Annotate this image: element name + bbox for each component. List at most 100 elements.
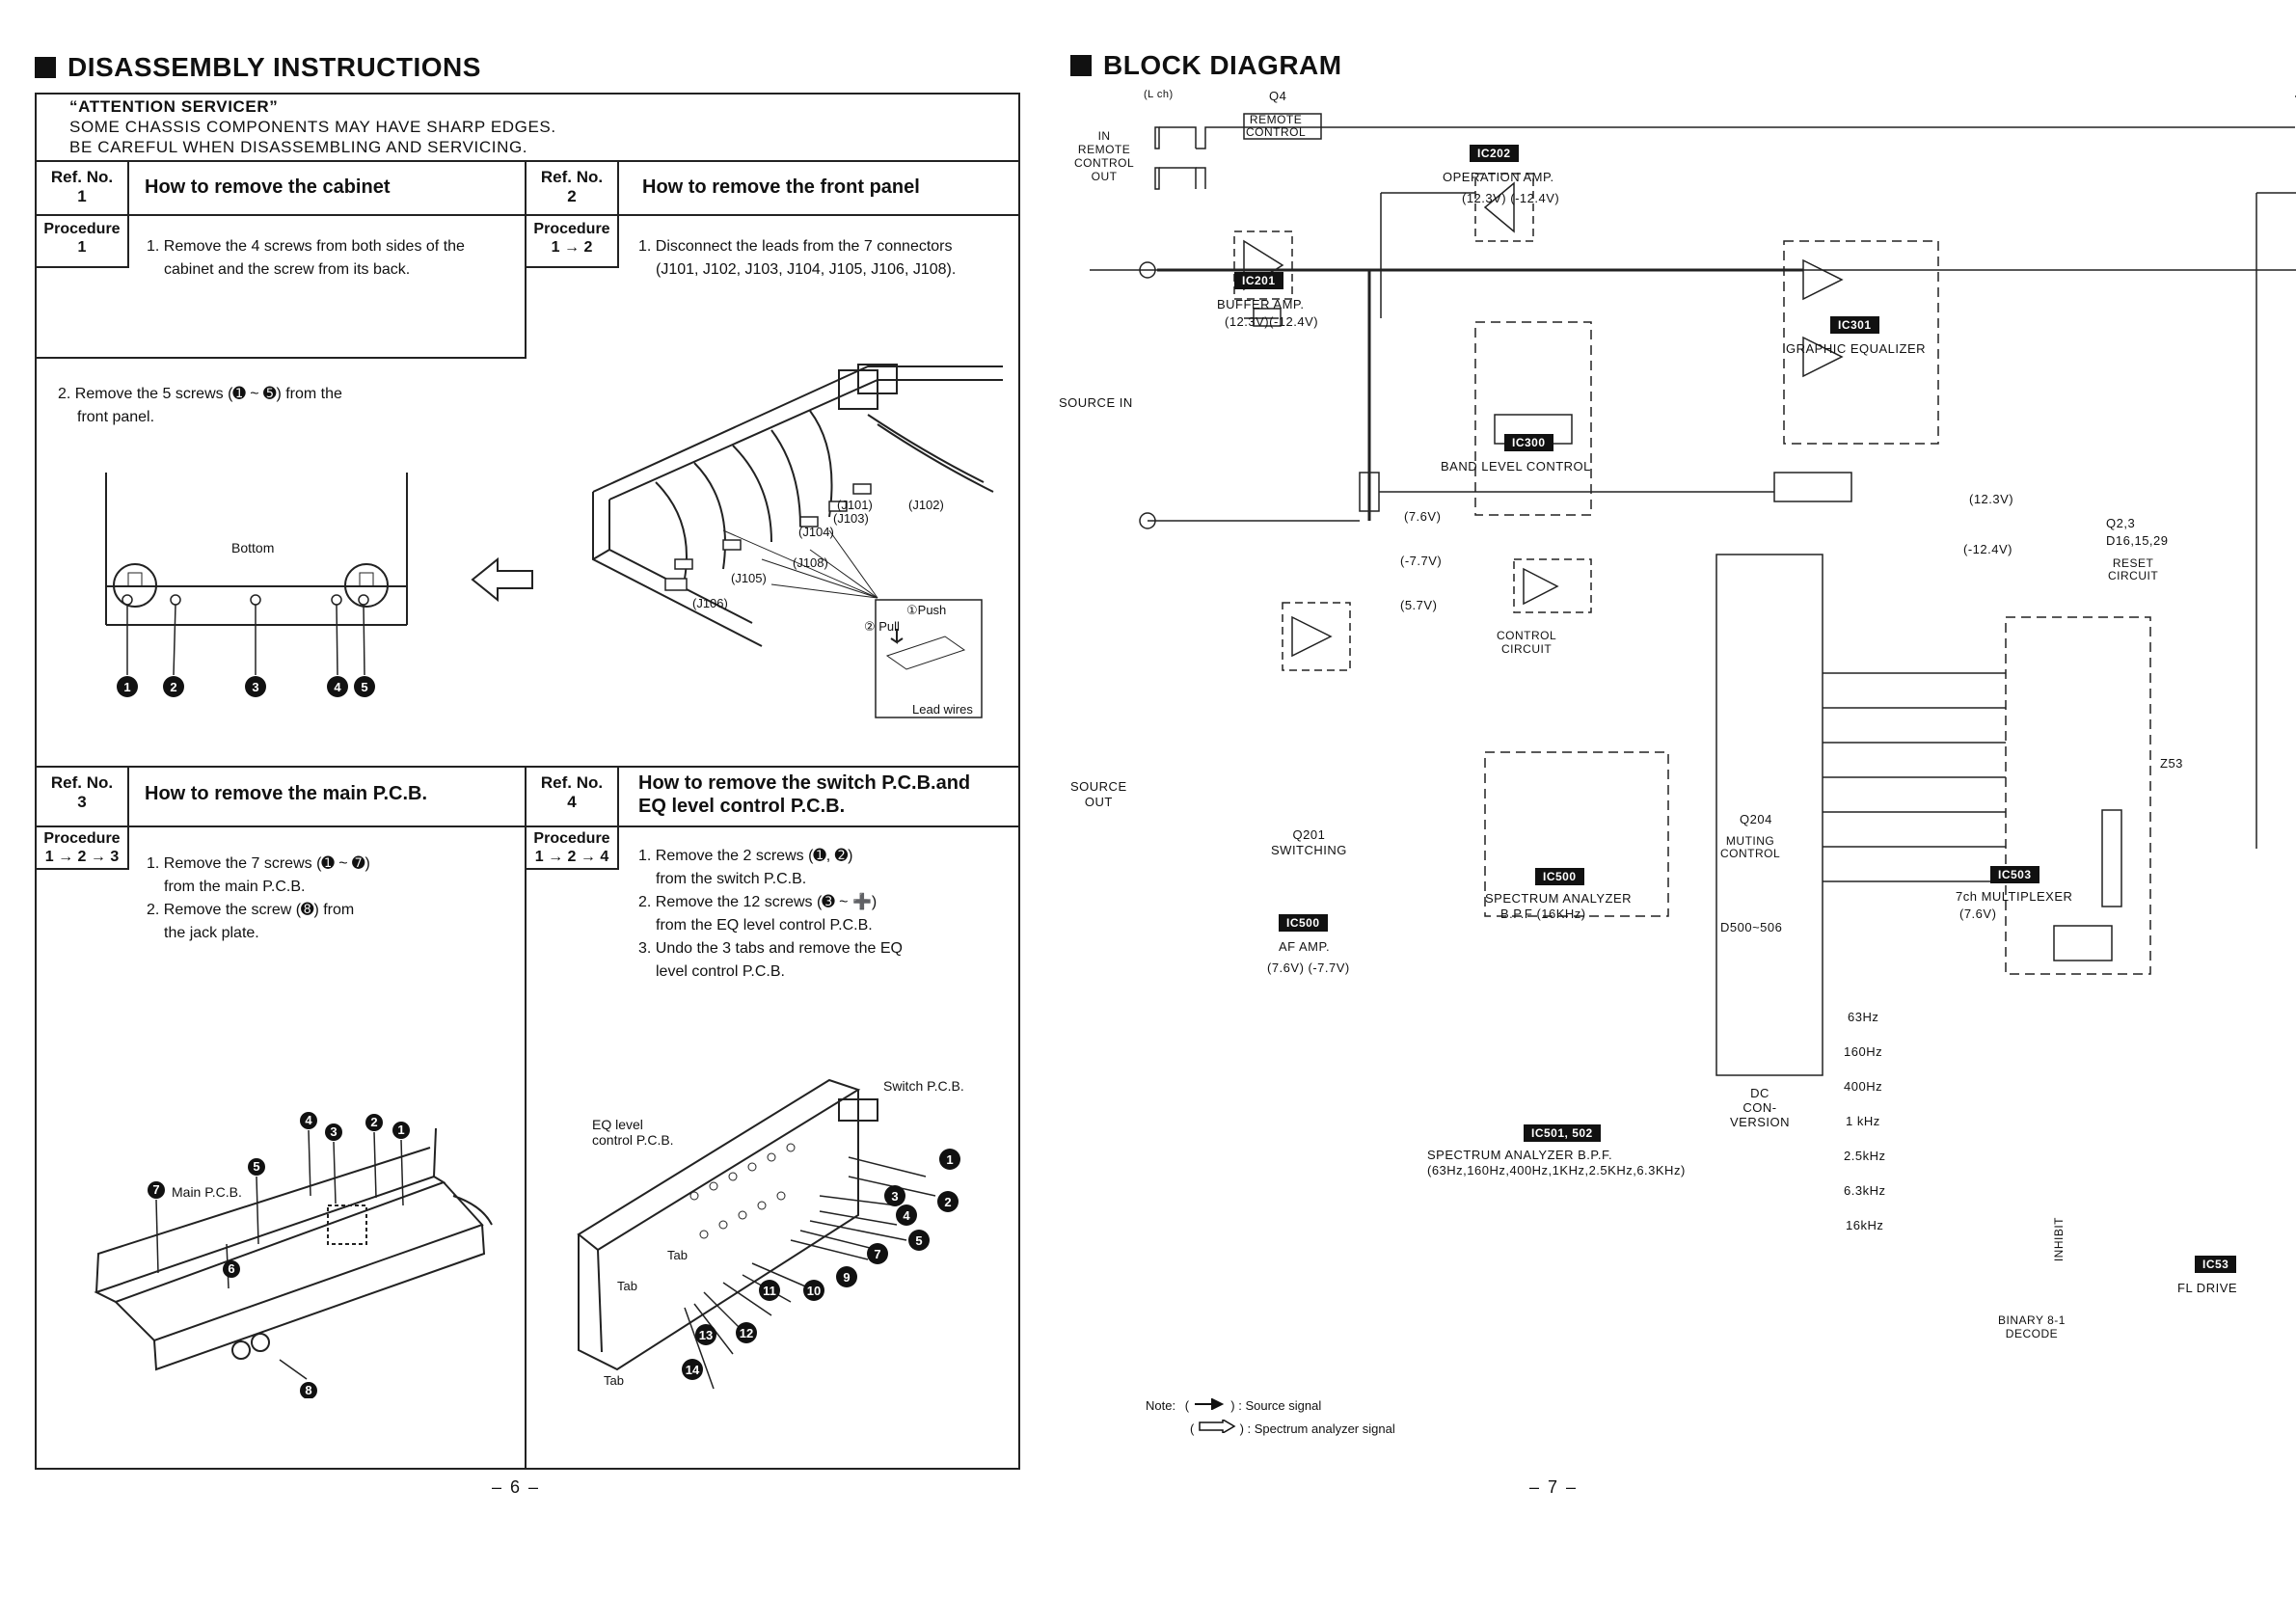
- svg-text:14: 14: [686, 1363, 700, 1377]
- freq-25khz: 2.5kHz: [1844, 1149, 1886, 1163]
- ref-label: Ref. No.: [50, 773, 114, 792]
- divider: [617, 160, 619, 268]
- dc-line: VERSION: [1730, 1115, 1791, 1129]
- switch-pcb-figure: 1 2 3 4 5 7 9 10 11 12 13 14: [577, 1078, 960, 1390]
- svg-text:12: 12: [740, 1326, 753, 1340]
- ref1-steps: 1. Remove the 4 screws from both sides o…: [147, 235, 465, 282]
- ref-label: Ref. No.: [540, 773, 604, 792]
- q23-line: D16,15,29: [2106, 533, 2169, 548]
- dc-line: CON-: [1742, 1100, 1777, 1115]
- svg-text:2: 2: [370, 1115, 377, 1129]
- q23-label: Q2,3 D16,15,29: [2106, 515, 2169, 550]
- ic201-tag: IC201: [1234, 272, 1283, 289]
- step-text: 3. Undo the 3 tabs and remove the EQ: [638, 940, 903, 957]
- source-out-line: SOURCE: [1070, 779, 1127, 794]
- label-eq-pcb: EQ level control P.C.B.: [592, 1117, 674, 1148]
- divider: [525, 868, 619, 870]
- ref-number: 4: [567, 793, 577, 811]
- ic202-tag: IC202: [1470, 145, 1519, 162]
- lch-label: (L ch): [1144, 89, 1174, 100]
- z53-label: Z53: [2160, 756, 2183, 771]
- ref1-step2: 2. Remove the 5 screws (➊ ~ ➎) from the …: [58, 383, 342, 429]
- ic300-tag: IC300: [1504, 434, 1553, 451]
- note-spectrum: ) : Spectrum analyzer signal: [1239, 1421, 1395, 1436]
- page-number: – 7 –: [1529, 1477, 1579, 1497]
- svg-text:1: 1: [946, 1152, 953, 1167]
- callout-5: 5: [361, 680, 367, 694]
- ref2-steps: 1. Disconnect the leads from the 7 conne…: [638, 235, 956, 282]
- q201-line: Q201: [1292, 827, 1326, 842]
- ic500-sa-bpf: B.P.F (16KHz): [1500, 907, 1586, 921]
- ref3-heading: How to remove the main P.C.B.: [145, 783, 428, 804]
- ic501-bands: (63Hz,160Hz,400Hz,1KHz,2.5KHz,6.3KHz): [1427, 1163, 1686, 1177]
- ref1-heading: How to remove the cabinet: [145, 176, 391, 198]
- ref-number: 1: [77, 187, 87, 205]
- disassembly-title: DISASSEMBLY INSTRUCTIONS: [35, 52, 481, 83]
- ref2-refno: Ref. No. 2: [527, 168, 617, 206]
- callout-3: 3: [252, 680, 258, 694]
- box-line: MUTING: [1725, 834, 1775, 848]
- procedure-label: Procedure: [533, 830, 610, 847]
- block-diagram: [1090, 95, 2296, 1076]
- volt-57: (5.7V): [1400, 598, 1438, 612]
- freq-1khz: 1 kHz: [1846, 1114, 1880, 1128]
- q204-label: Q204: [1740, 812, 1772, 826]
- procedure-seq: 1 → 2 → 4: [534, 849, 609, 865]
- volt-123: (12.3V): [1969, 492, 2014, 506]
- step-text: from the main P.C.B.: [164, 879, 306, 895]
- box-line: REMOTE: [1249, 113, 1303, 126]
- procedure-seq: 1: [77, 239, 87, 256]
- step-text: from the EQ level control P.C.B.: [656, 917, 873, 934]
- step-text: level control P.C.B.: [656, 963, 785, 980]
- divider: [35, 868, 129, 870]
- step-text: (J101, J102, J103, J104, J105, J106, J10…: [656, 261, 957, 278]
- ic503-name: 7ch MULTIPLEXER: [1956, 889, 2073, 904]
- label-tab: Tab: [604, 1373, 624, 1388]
- attention-line-1: SOME CHASSIS COMPONENTS MAY HAVE SHARP E…: [69, 118, 556, 136]
- note-block: Note: ( ) : Source signal: [1146, 1397, 1322, 1413]
- box-line: DECODE: [2005, 1327, 2059, 1340]
- ref-label: Ref. No.: [50, 168, 114, 186]
- box-line: CIRCUIT: [2108, 569, 2159, 582]
- step-text: the jack plate.: [164, 925, 259, 941]
- attention-line-2: BE CAREFUL WHEN DISASSEMBLING AND SERVIC…: [69, 138, 528, 156]
- label-j102: (J102): [908, 498, 944, 512]
- q4-label: Q4: [1269, 89, 1287, 103]
- ic53-tag: IC53: [2195, 1256, 2237, 1273]
- step-text: 2. Remove the 5 screws (➊ ~ ➎) from the: [58, 386, 342, 402]
- label-tab: Tab: [667, 1248, 688, 1262]
- label-j104: (J104): [798, 525, 834, 539]
- divider: [617, 766, 619, 870]
- svg-text:3: 3: [891, 1189, 898, 1204]
- section-marker: [1070, 55, 1092, 76]
- ic300-name: BAND LEVEL CONTROL: [1441, 459, 1591, 474]
- svg-text:13: 13: [699, 1328, 713, 1342]
- label-lead-wires: Lead wires: [912, 702, 973, 717]
- svg-text:7: 7: [152, 1182, 159, 1197]
- jack-line: OUT: [1091, 170, 1118, 183]
- step-text: cabinet and the screw from its back.: [164, 261, 411, 278]
- note-source: ) : Source signal: [1230, 1398, 1322, 1413]
- ref2-heading: How to remove the front panel: [642, 176, 920, 198]
- q23-line: Q2,3: [2106, 516, 2136, 530]
- divider: [35, 214, 1020, 216]
- step-text: 1. Remove the 7 screws (➊ ~ ➐): [147, 855, 370, 872]
- ref-label: Ref. No.: [540, 168, 604, 186]
- ref1-refno: Ref. No. 1: [37, 168, 127, 206]
- ref-number: 2: [567, 187, 577, 205]
- step-text: 2. Remove the 12 screws (➌ ~ ➕): [638, 894, 878, 910]
- label-j101: (J101): [837, 498, 873, 512]
- block-diagram-title-text: BLOCK DIAGRAM: [1103, 50, 1342, 80]
- procedure-label: Procedure: [43, 221, 121, 237]
- label-eq-line: EQ level: [592, 1117, 643, 1132]
- divider: [127, 766, 129, 870]
- d500-label: D500~506: [1720, 920, 1783, 934]
- step-text: front panel.: [77, 409, 155, 425]
- freq-63hz: 63Hz: [1848, 1010, 1879, 1024]
- callout-4: 4: [334, 680, 341, 694]
- dc-conversion: DC CON- VERSION: [1730, 1086, 1790, 1129]
- step-text: 2. Remove the screw (➑) from: [147, 902, 355, 918]
- ref4-refno: Ref. No. 4: [527, 773, 617, 812]
- ic503-tag: IC503: [1990, 866, 2039, 883]
- svg-text:11: 11: [763, 1284, 776, 1298]
